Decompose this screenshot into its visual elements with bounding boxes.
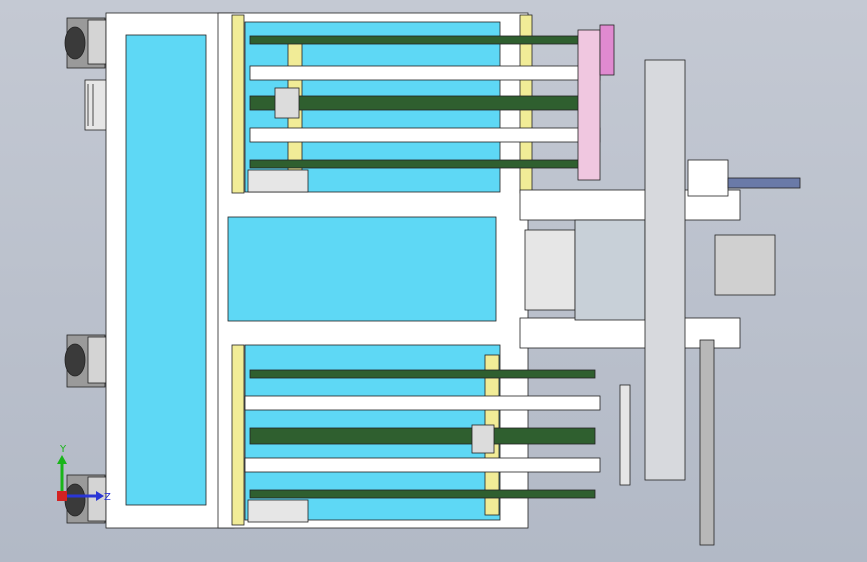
cyan-panel-left [125, 34, 207, 506]
y-axis-label: Y [59, 444, 67, 455]
caster-top [64, 17, 107, 69]
y-axis-arrowhead [57, 455, 67, 464]
upper-rail-assembly [231, 14, 601, 194]
caster-bottom [64, 474, 107, 524]
caster-middle [64, 334, 107, 388]
z-axis-label: Z [104, 492, 111, 503]
machine-assembly [64, 12, 801, 546]
cyan-panel-center [227, 216, 497, 322]
axis-triad: Y Z [57, 444, 111, 503]
z-axis-arrowhead [96, 491, 104, 501]
right-mechanism [519, 24, 801, 546]
lower-rail-assembly [231, 344, 601, 526]
side-bracket [84, 79, 108, 131]
x-axis-marker [57, 491, 67, 501]
